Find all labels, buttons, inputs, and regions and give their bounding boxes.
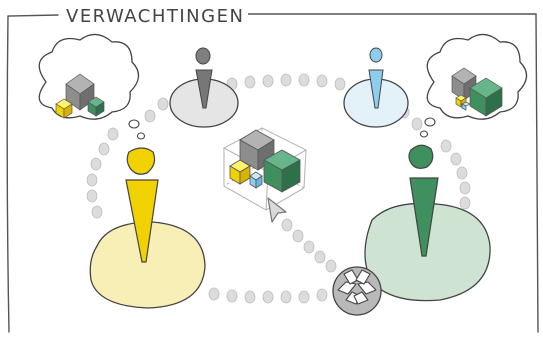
handshake-icon [332, 266, 382, 316]
thought-cloud-icon [419, 33, 528, 138]
frame-border [6, 13, 539, 333]
blocks-cube-icon [55, 73, 105, 119]
thought-cloud-icon [38, 33, 146, 140]
person-yellow [89, 147, 206, 309]
connection-dots [86, 73, 471, 304]
person-green [364, 144, 491, 302]
central-blocks-cube-icon [222, 127, 308, 211]
cursor-arrow-icon [267, 197, 287, 223]
person-grey [169, 47, 239, 128]
page-title: VERWACHTINGEN [62, 5, 249, 29]
blocks-cube-icon [451, 67, 503, 117]
person-blue [343, 47, 409, 128]
